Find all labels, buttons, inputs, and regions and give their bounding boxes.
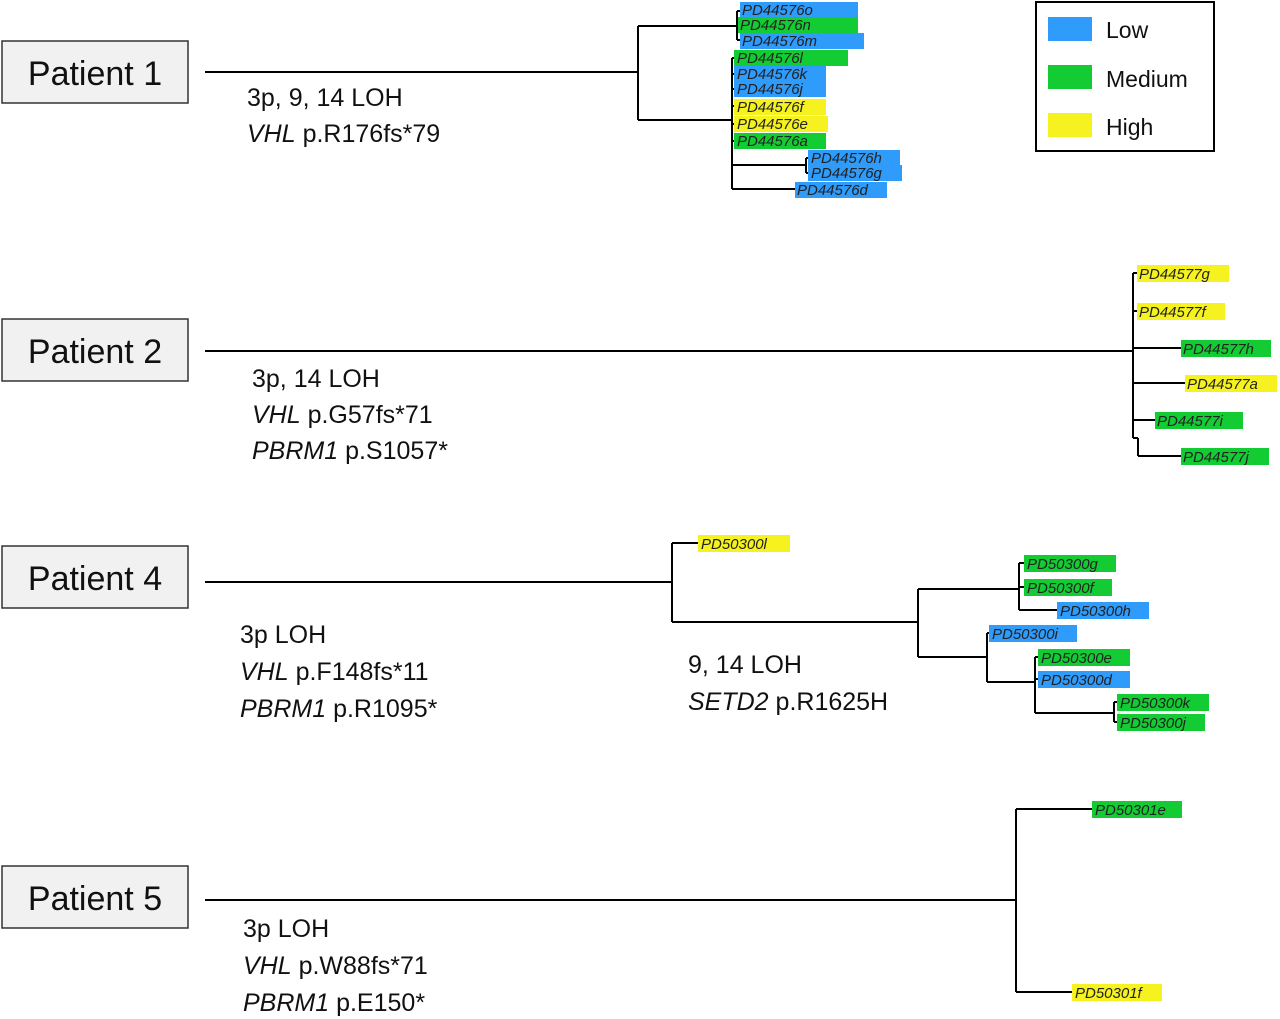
svg-text:PD44577i: PD44577i	[1157, 413, 1224, 430]
patient-label: Patient 2	[28, 333, 162, 371]
trunk-annotation-line-1: 3p LOH	[240, 621, 326, 649]
svg-text:PD44577h: PD44577h	[1183, 341, 1254, 358]
trunk-annotation-line-3: PBRM1 p.E150*	[243, 989, 425, 1017]
patient-label: Patient 5	[28, 880, 162, 918]
legend: Low Medium High	[1035, 1, 1215, 152]
leaf-label: PD44576l	[734, 50, 848, 67]
trunk-annotation-line-3: PBRM1 p.S1057*	[252, 437, 448, 465]
svg-text:PD44576f: PD44576f	[737, 99, 806, 116]
svg-text:PD44577g: PD44577g	[1139, 266, 1211, 283]
svg-text:PD44576h: PD44576h	[811, 150, 882, 167]
leaf-label: PD44577j	[1181, 448, 1269, 466]
svg-text:PD44576n: PD44576n	[740, 17, 811, 34]
svg-text:PD44577j: PD44577j	[1183, 449, 1250, 466]
leaf-label: PD50301f	[1072, 984, 1162, 1002]
svg-text:PD50300f: PD50300f	[1027, 580, 1096, 597]
leaf-label: PD44576e	[734, 116, 828, 133]
patient-label: Patient 4	[28, 560, 162, 598]
legend-label-medium: Medium	[1106, 66, 1188, 92]
svg-text:PD44576j: PD44576j	[737, 81, 804, 98]
svg-text:PD50300g: PD50300g	[1027, 556, 1099, 573]
leaf-label: PD50300e	[1038, 649, 1130, 667]
leaf-label: PD44576d	[795, 182, 887, 199]
leaf-label: PD50300j	[1117, 714, 1205, 732]
leaf-label: PD44576h	[808, 150, 900, 167]
leaf-label: PD44577f	[1137, 303, 1225, 321]
svg-text:PD50301e: PD50301e	[1095, 802, 1166, 819]
svg-text:PD44576o: PD44576o	[742, 2, 813, 19]
leaf-label: PD50300d	[1038, 671, 1130, 689]
patient-label-box	[1, 40, 189, 104]
patient-label-box	[1, 545, 189, 609]
svg-text:PD44576g: PD44576g	[811, 165, 883, 182]
patient-1-tree: Patient 1 3p, 9, 14 LOH VHL p.R176fs*79 …	[1, 2, 902, 199]
leaf-label: PD50300l	[698, 535, 790, 553]
leaf-label: PD50300h	[1057, 602, 1149, 620]
svg-text:PD50300l: PD50300l	[701, 536, 768, 553]
trunk-annotation-line-1: 3p LOH	[243, 915, 329, 943]
trunk-annotation-line-3: PBRM1 p.R1095*	[240, 695, 438, 723]
trunk-annotation-line-1: 3p, 9, 14 LOH	[247, 84, 403, 112]
leaf-label: PD44576g	[808, 165, 902, 182]
leaf-label: PD44576j	[734, 81, 826, 98]
leaf-label: PD50300i	[989, 625, 1077, 643]
trunk-branch	[205, 542, 1119, 723]
leaf-label: PD44577a	[1185, 375, 1277, 393]
svg-text:PD50300i: PD50300i	[992, 626, 1059, 643]
trunk-annotation-line-2: VHL p.W88fs*71	[243, 952, 428, 980]
trunk-annotation-line-2: VHL p.F148fs*11	[240, 658, 429, 686]
trunk-annotation-line-2: VHL p.R176fs*79	[247, 120, 440, 148]
svg-text:PD44576a: PD44576a	[737, 133, 808, 150]
patient-4-tree: Patient 4 3p LOH VHL p.F148fs*11 PBRM1 p…	[1, 535, 1209, 732]
leaf-label: PD50300k	[1117, 694, 1209, 712]
legend-swatch-high	[1048, 113, 1092, 137]
legend-swatch-low	[1048, 17, 1092, 41]
leaf-label: PD44576k	[734, 66, 826, 83]
svg-text:PD50300e: PD50300e	[1041, 650, 1112, 667]
svg-text:PD44577f: PD44577f	[1139, 304, 1208, 321]
trunk-branch	[205, 272, 1186, 457]
leaf-label: PD44576a	[734, 133, 826, 150]
trunk-branch	[205, 808, 1095, 993]
svg-text:PD50300d: PD50300d	[1041, 672, 1113, 689]
legend-label-high: High	[1106, 114, 1153, 140]
svg-text:PD50300k: PD50300k	[1120, 695, 1192, 712]
patient-2-tree: Patient 2 3p, 14 LOH VHL p.G57fs*71 PBRM…	[1, 265, 1277, 466]
patient-label-box	[1, 865, 189, 929]
svg-text:PD44576d: PD44576d	[797, 182, 869, 199]
legend-swatch-medium	[1048, 65, 1092, 89]
svg-text:PD50300j: PD50300j	[1120, 715, 1187, 732]
branch-annotation-line-1: 9, 14 LOH	[688, 651, 802, 679]
trunk-annotation-line-1: 3p, 14 LOH	[252, 365, 380, 393]
svg-text:PD50301f: PD50301f	[1075, 985, 1144, 1002]
branch-annotation-line-2: SETD2 p.R1625H	[688, 688, 888, 716]
svg-text:PD50300h: PD50300h	[1060, 603, 1131, 620]
trunk-annotation-line-2: VHL p.G57fs*71	[252, 401, 433, 429]
leaf-label: PD44577g	[1137, 265, 1229, 283]
leaf-label: PD44577i	[1155, 412, 1243, 430]
leaf-label: PD44576n	[738, 17, 858, 34]
leaf-label: PD44576o	[740, 2, 858, 19]
svg-text:PD44576k: PD44576k	[737, 66, 809, 83]
leaf-label: PD50300f	[1024, 579, 1112, 597]
leaf-label: PD44577h	[1181, 340, 1271, 358]
svg-text:PD44576e: PD44576e	[737, 116, 808, 133]
leaf-label: PD50301e	[1092, 801, 1182, 819]
patient-label-box	[1, 318, 189, 382]
svg-text:PD44577a: PD44577a	[1187, 376, 1258, 393]
legend-label-low: Low	[1106, 17, 1149, 43]
svg-text:PD44576l: PD44576l	[737, 50, 804, 67]
leaf-label: PD50300g	[1024, 555, 1116, 573]
patient-label: Patient 1	[28, 55, 162, 93]
leaf-label: PD44576f	[734, 99, 826, 116]
svg-text:PD44576m: PD44576m	[742, 33, 817, 50]
leaf-label: PD44576m	[740, 33, 864, 50]
patient-5-tree: Patient 5 3p LOH VHL p.W88fs*71 PBRM1 p.…	[1, 801, 1182, 1017]
